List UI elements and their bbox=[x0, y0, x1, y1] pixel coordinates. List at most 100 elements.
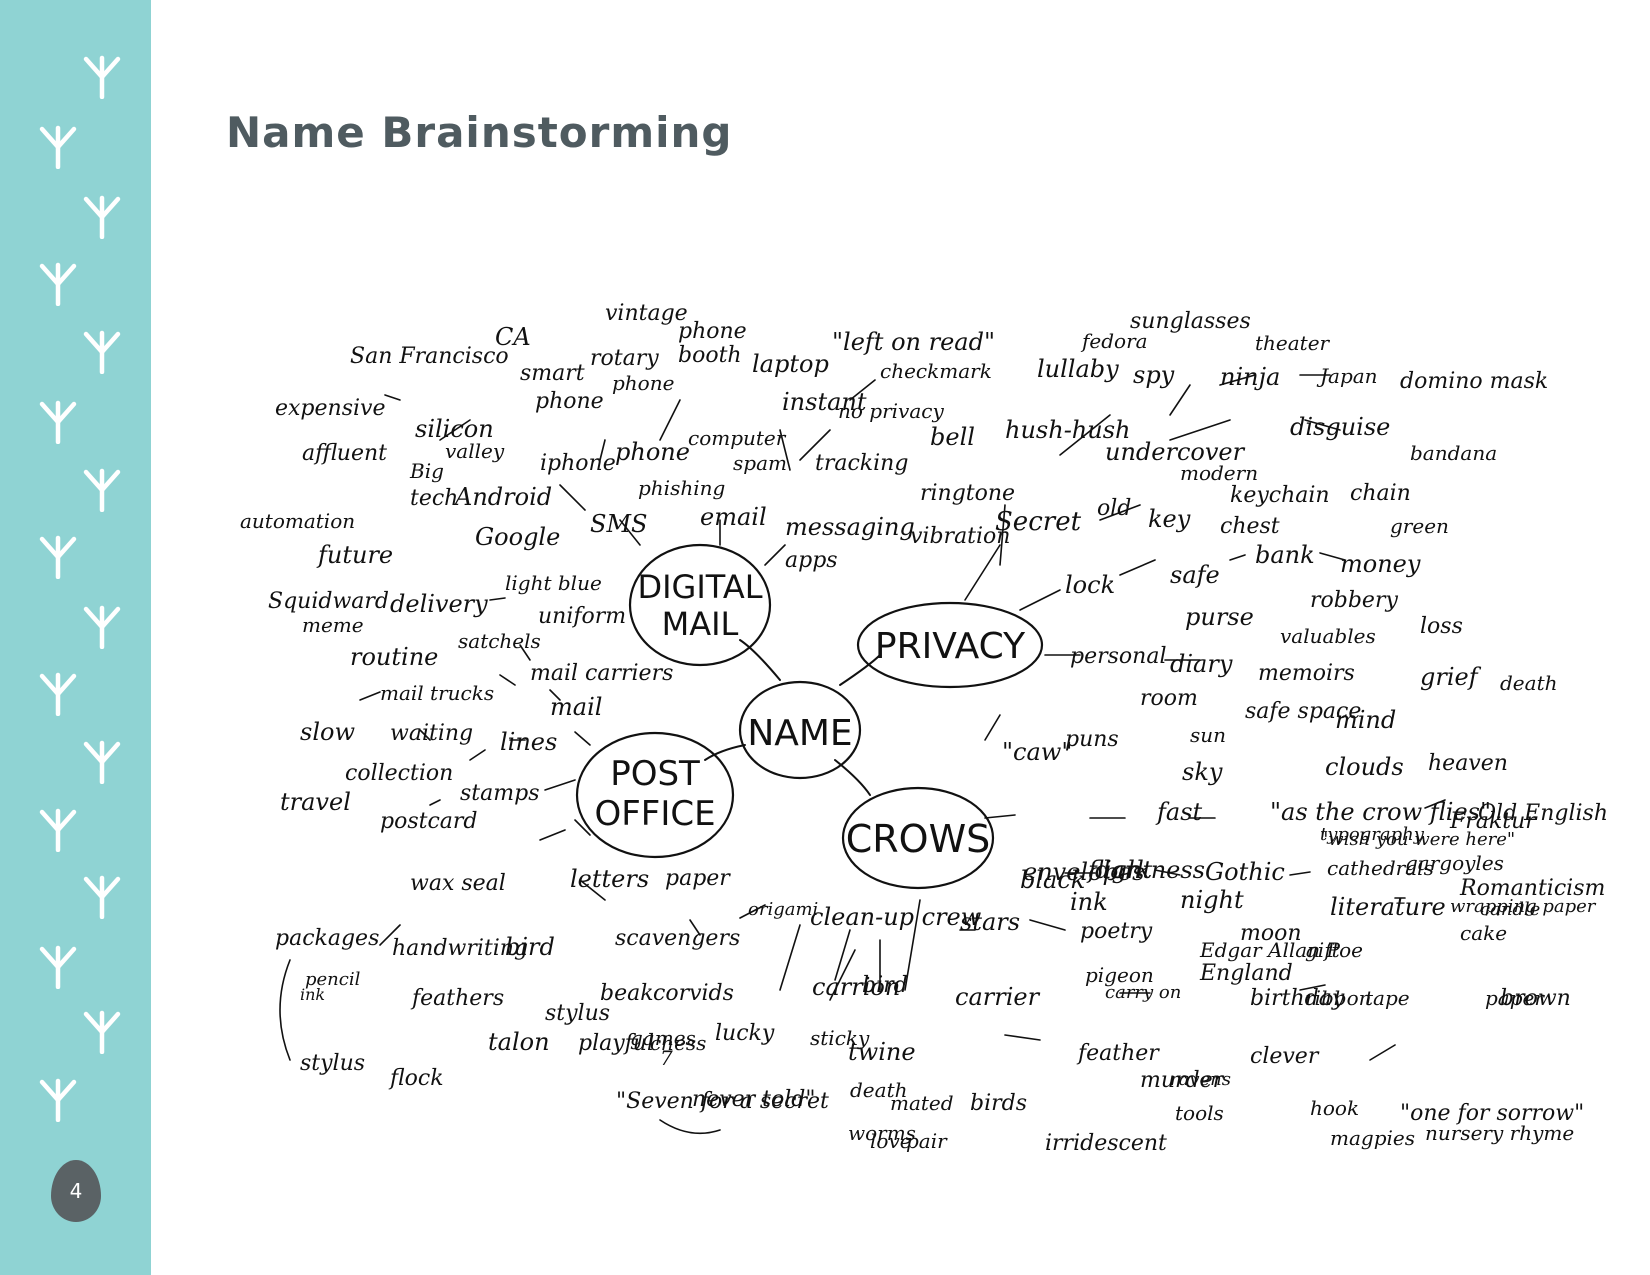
mind-map-word: love bbox=[870, 1129, 912, 1153]
mind-map-word: iphone bbox=[540, 451, 616, 476]
mind-map-word: nursery rhyme bbox=[1425, 1121, 1574, 1145]
bird-track-icon bbox=[80, 740, 124, 784]
hub-privacy: PRIVACY bbox=[875, 626, 1026, 667]
mind-map-word: bank bbox=[1255, 541, 1315, 569]
mind-map-word: mated bbox=[890, 1091, 954, 1115]
bird-track-icon bbox=[36, 125, 80, 169]
mind-map-word: bandana bbox=[1410, 441, 1497, 465]
mind-map-word: light blue bbox=[505, 571, 602, 595]
mind-map-word: lullaby bbox=[1037, 355, 1119, 383]
bird-track-icon bbox=[36, 535, 80, 579]
mind-map-word: Secret bbox=[995, 507, 1082, 537]
hub-post-office-line2: OFFICE bbox=[594, 794, 715, 834]
mind-map-word: Old English bbox=[1478, 801, 1608, 826]
mind-map-word: pigeon bbox=[1085, 963, 1154, 987]
mind-map-word: purse bbox=[1185, 603, 1254, 631]
mind-map-word: grief bbox=[1420, 663, 1482, 691]
word-connectors bbox=[279, 374, 1446, 1135]
mind-map-word: mail bbox=[550, 693, 602, 721]
mind-map-word: typography bbox=[1320, 824, 1425, 845]
mind-map-word: origami bbox=[748, 899, 818, 920]
mind-map-word: routine bbox=[350, 643, 438, 671]
mind-map-word: mail carriers bbox=[530, 661, 673, 686]
mind-map-word: fast bbox=[1155, 798, 1203, 826]
mind-map-word: phone bbox=[535, 389, 604, 414]
center-name: NAME bbox=[747, 713, 852, 754]
mind-map-word: death bbox=[850, 1078, 907, 1102]
mind-map-word: meme bbox=[302, 613, 364, 637]
mind-map-word: literature bbox=[1330, 893, 1446, 921]
mind-map-word: beak bbox=[600, 981, 654, 1006]
bird-track-icon bbox=[36, 400, 80, 444]
mind-map-word: robbery bbox=[1310, 588, 1398, 613]
mind-map-word: silicon bbox=[415, 415, 494, 443]
mind-map-word: poetry bbox=[1080, 919, 1153, 944]
mind-map-word: stylus bbox=[545, 1001, 610, 1026]
mind-map-word: collection bbox=[345, 761, 453, 786]
hub-crows: CROWS bbox=[846, 817, 991, 861]
mind-map-word: mind bbox=[1335, 706, 1396, 734]
mind-map-word: wrapping paper bbox=[1450, 896, 1597, 917]
mind-map-word: San Francisco bbox=[350, 344, 509, 369]
mind-map-word: stars bbox=[960, 908, 1020, 936]
sidebar-strip: 4 bbox=[0, 0, 151, 1275]
mind-map-word: bird bbox=[862, 973, 908, 998]
bird-track-icon bbox=[36, 945, 80, 989]
mind-map-word: disguise bbox=[1290, 413, 1390, 441]
mind-map-word: puns bbox=[1065, 727, 1119, 752]
mind-map-word: envelopes bbox=[1023, 858, 1144, 886]
mind-map-word: checkmark bbox=[880, 359, 992, 383]
mind-map-word: worms bbox=[848, 1121, 916, 1145]
bird-track-icon bbox=[80, 875, 124, 919]
mind-map-word: mail trucks bbox=[380, 681, 494, 705]
mind-map-word: travel bbox=[280, 788, 351, 816]
mind-map-word: ravens bbox=[1170, 1069, 1231, 1090]
mind-map-word: brown bbox=[1500, 986, 1571, 1011]
mind-map-word: black bbox=[1020, 866, 1085, 894]
mind-map-word: carrier bbox=[955, 983, 1041, 1011]
bird-track-icon bbox=[36, 1078, 80, 1122]
mind-map-word: corvids bbox=[653, 981, 734, 1006]
mind-map-word: modern bbox=[1180, 461, 1258, 485]
mind-map-word: Big bbox=[409, 459, 444, 483]
mind-map-word: feather bbox=[1076, 1041, 1160, 1066]
mind-map-word: tracking bbox=[815, 451, 908, 476]
mind-map-word: delivery bbox=[390, 590, 488, 618]
mind-map-word: valuables bbox=[1280, 624, 1376, 648]
mind-map-word: Android bbox=[453, 483, 552, 511]
mind-map-word: games bbox=[630, 1026, 696, 1050]
bird-track-icon bbox=[80, 468, 124, 512]
mind-map-word: carrion bbox=[812, 973, 900, 1001]
mind-map-word: chain bbox=[1350, 481, 1411, 506]
mind-map-word: sunglasses bbox=[1130, 309, 1251, 334]
mind-map-word: SMS bbox=[590, 510, 647, 538]
mind-map-word: ninja bbox=[1220, 363, 1280, 391]
mind-map-word: lines bbox=[500, 728, 557, 756]
mind-map-word: future bbox=[316, 541, 393, 569]
mind-map-word: sticky bbox=[810, 1026, 870, 1050]
hub-labels: DIGITAL MAIL PRIVACY NAME POST OFFICE CR… bbox=[594, 568, 1026, 861]
hub-connectors bbox=[704, 639, 881, 796]
mind-map-word: letters bbox=[570, 865, 649, 893]
mind-map-word: computer bbox=[688, 426, 787, 450]
mind-map-word: safe space bbox=[1245, 699, 1361, 724]
hub-digital-mail-line1: DIGITAL bbox=[637, 568, 762, 606]
mind-map-word: tape bbox=[1365, 986, 1410, 1010]
mind-map-word: affluent bbox=[302, 441, 387, 466]
mind-map-word: theater bbox=[1255, 331, 1331, 355]
mind-map-word: "left on read" bbox=[832, 328, 995, 356]
mind-map-word: green bbox=[1390, 514, 1449, 538]
mind-map-word: Fraktur bbox=[1449, 809, 1537, 834]
mind-map-word: clouds bbox=[1325, 753, 1404, 781]
mind-map-word: rotary bbox=[590, 346, 659, 371]
mind-map-word: sky bbox=[1182, 758, 1223, 786]
mind-map-word: clever bbox=[1250, 1044, 1320, 1069]
mind-map-word: Gothic bbox=[1205, 858, 1285, 886]
mind-map-word: tech bbox=[410, 486, 458, 511]
mind-map-word: packages bbox=[275, 926, 379, 951]
mind-map-word: keychain bbox=[1230, 483, 1330, 508]
mind-map-word: England bbox=[1199, 961, 1293, 986]
page-number-badge: 4 bbox=[51, 1160, 101, 1222]
mind-map-word: moon bbox=[1240, 921, 1302, 946]
